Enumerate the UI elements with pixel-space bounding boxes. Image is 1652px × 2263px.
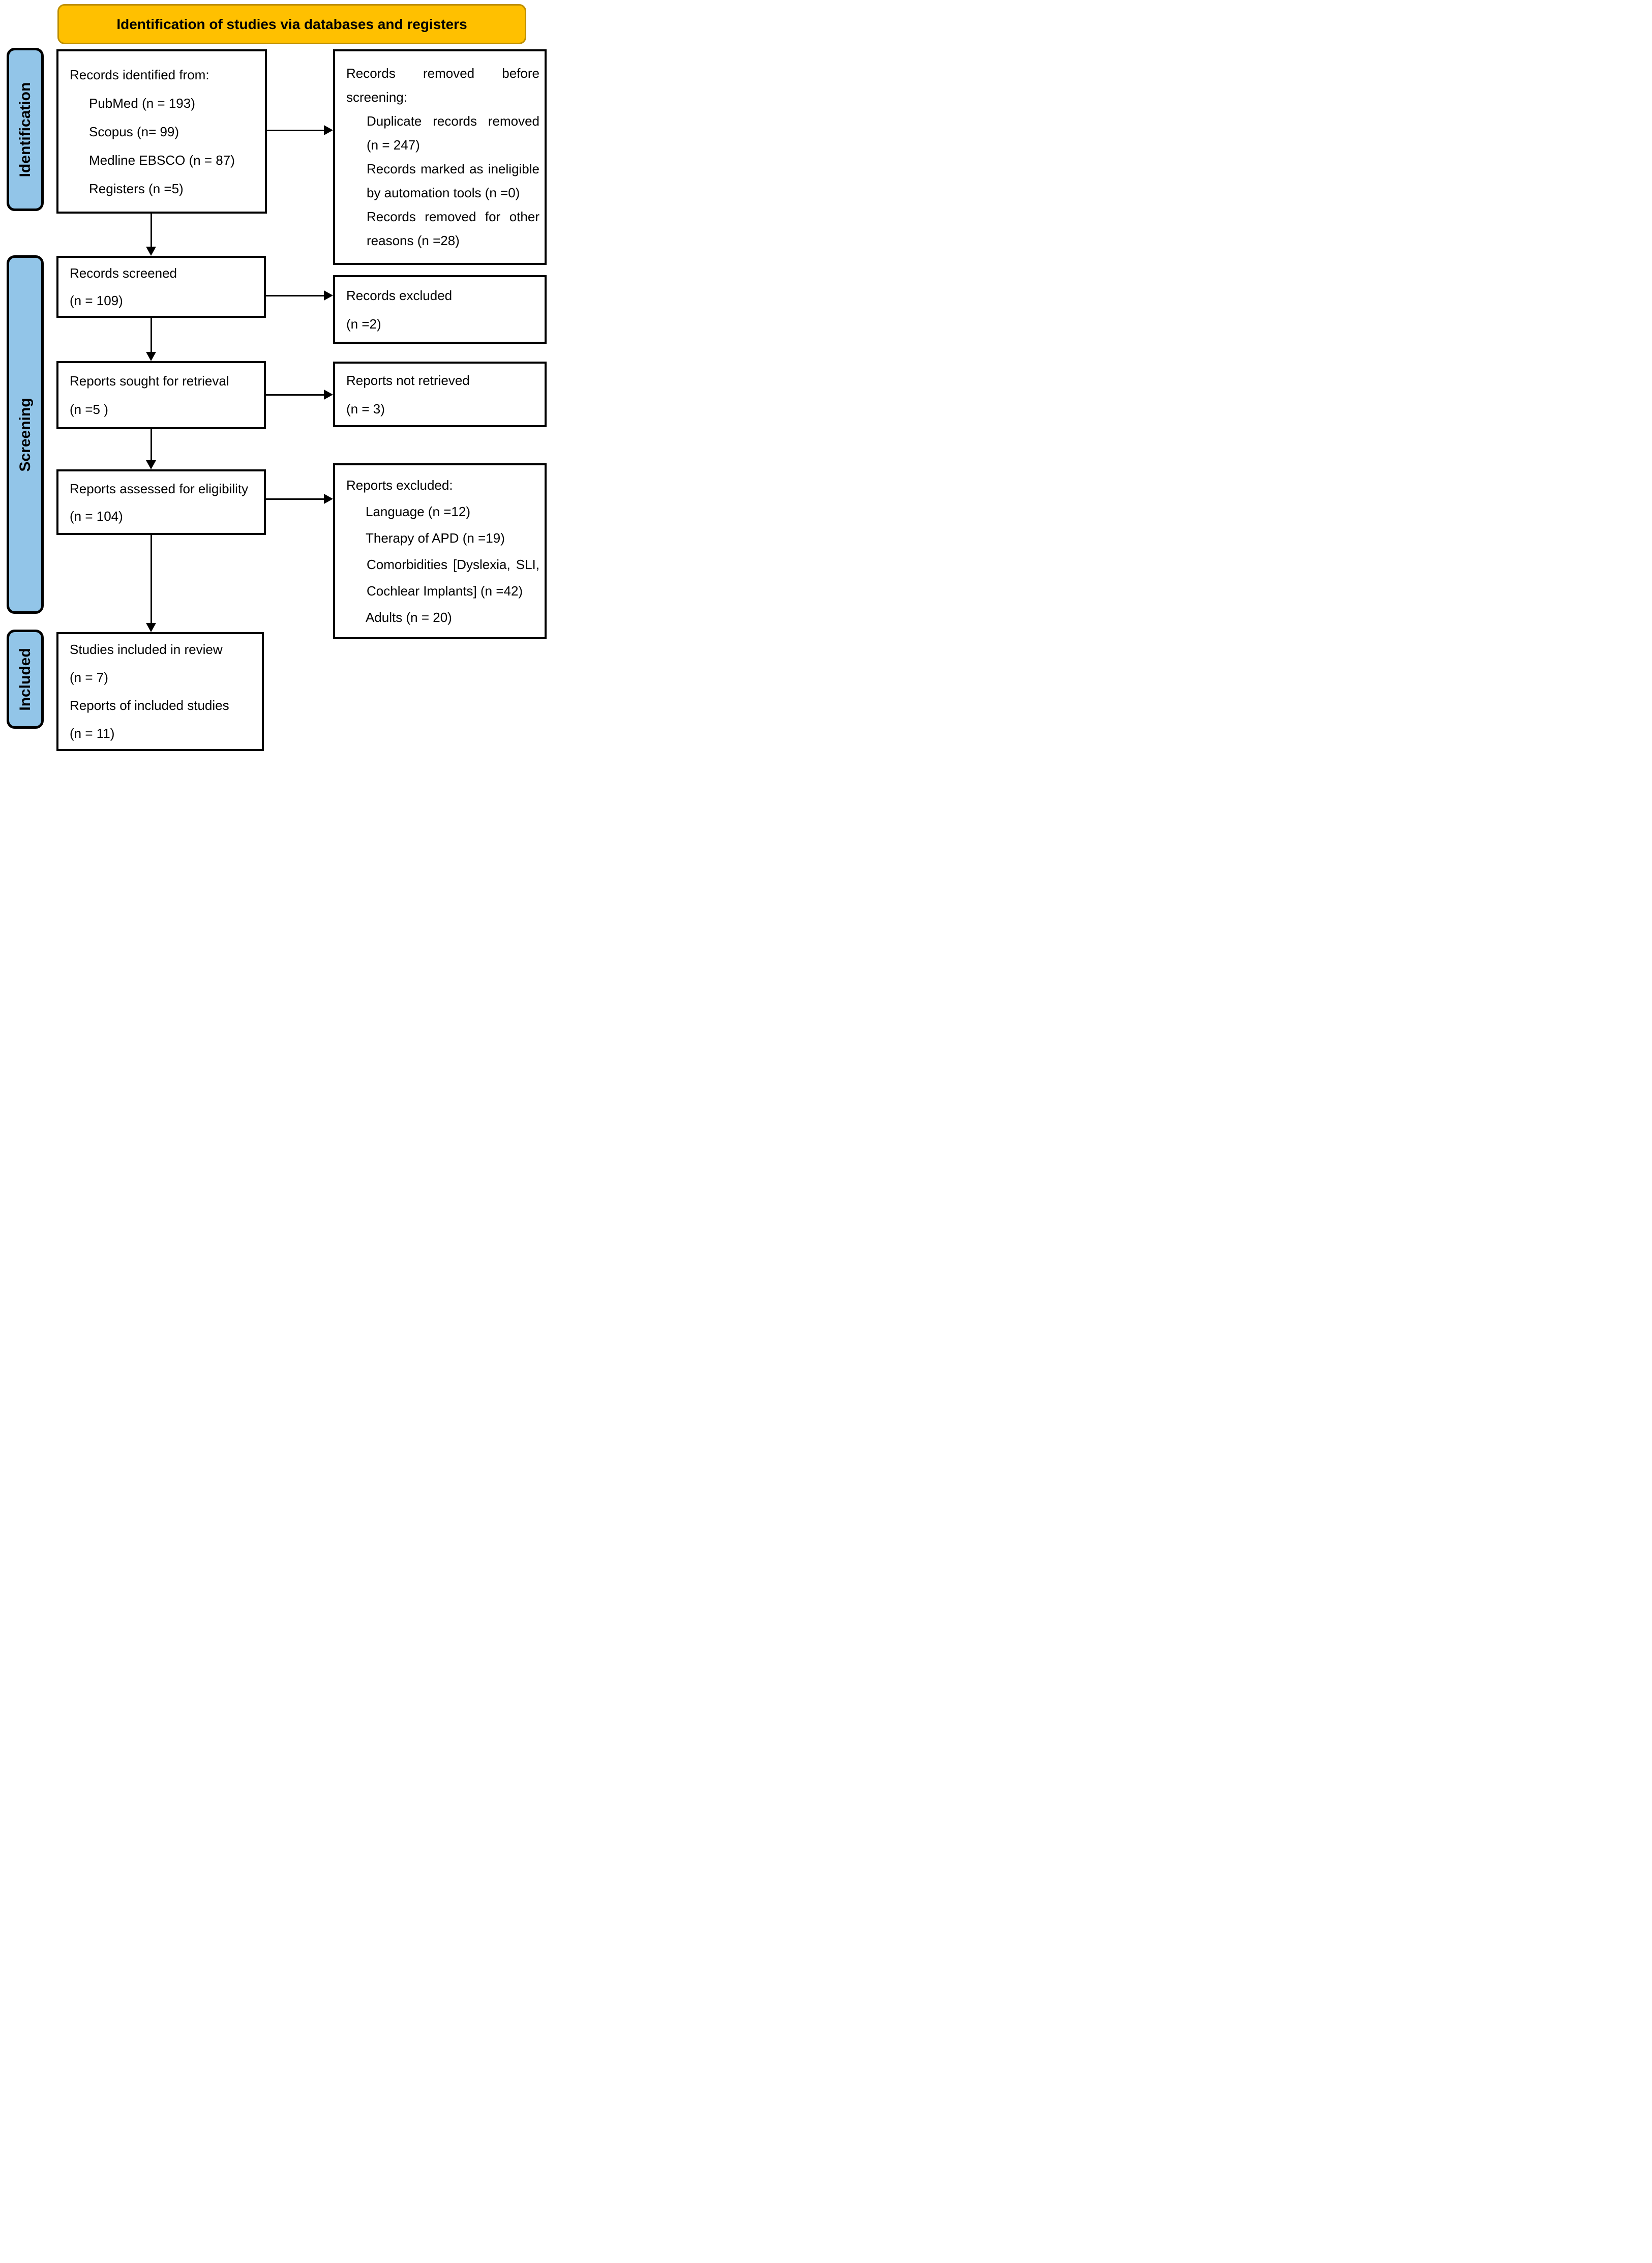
reports-not-retrieved-label: Reports not retrieved: [346, 372, 470, 388]
box-records-removed: Records removed before screening: Duplic…: [333, 49, 547, 265]
arrow-down-identified-to-screened-icon: [146, 214, 156, 256]
arrow-down-assessed-to-included-icon: [146, 535, 156, 632]
reports-excluded-item-language: Language (n =12): [366, 504, 471, 519]
records-excluded-label: Records excluded: [346, 287, 453, 303]
records-identified-item-registers: Registers (n =5): [89, 181, 184, 196]
studies-included-count: (n = 7): [70, 670, 108, 685]
reports-assessed-count: (n = 104): [70, 508, 123, 524]
banner-title-text: Identification of studies via databases …: [116, 16, 467, 32]
reports-excluded-item-therapy: Therapy of APD (n =19): [366, 530, 505, 546]
box-records-screened: Records screened (n = 109): [56, 256, 266, 318]
arrow-right-screened-to-excluded-icon: [266, 290, 333, 301]
arrow-down-sought-to-assessed-icon: [146, 429, 156, 469]
records-removed-item-other: Records removed for other reasons (n =28…: [367, 209, 539, 248]
box-reports-excluded: Reports excluded: Language (n =12) Thera…: [333, 463, 547, 639]
records-identified-intro: Records identified from:: [70, 67, 209, 82]
reports-excluded-intro: Reports excluded:: [346, 478, 453, 493]
prisma-flow-diagram: Identification of studies via databases …: [0, 0, 551, 754]
box-reports-assessed: Reports assessed for eligibility (n = 10…: [56, 469, 266, 535]
box-reports-sought: Reports sought for retrieval (n =5 ): [56, 361, 266, 429]
reports-assessed-label: Reports assessed for eligibility: [70, 481, 249, 496]
records-screened-count: (n = 109): [70, 293, 123, 308]
box-records-identified: Records identified from: PubMed (n = 193…: [56, 49, 267, 214]
box-studies-included: Studies included in review (n = 7) Repor…: [56, 632, 264, 751]
arrow-right-identified-to-removed-icon: [267, 125, 333, 135]
sidebar-included-label: Included: [16, 647, 34, 711]
sidebar-screening-label: Screening: [16, 397, 34, 472]
records-removed-item-duplicates: Duplicate records removed (n = 247): [367, 113, 539, 153]
reports-sought-label: Reports sought for retrieval: [70, 373, 229, 389]
records-screened-label: Records screened: [70, 265, 177, 281]
records-removed-item-automation: Records marked as ineligible by automati…: [367, 161, 539, 200]
sidebar-identification-label: Identification: [16, 82, 34, 177]
reports-excluded-item-adults: Adults (n = 20): [366, 610, 452, 625]
records-identified-item-medline: Medline EBSCO (n = 87): [89, 152, 235, 168]
arrow-right-sought-to-notretrieved-icon: [266, 390, 333, 400]
records-excluded-count: (n =2): [346, 316, 381, 332]
records-identified-item-scopus: Scopus (n= 99): [89, 124, 179, 139]
reports-excluded-item-comorbidities: Comorbidities [Dyslexia, SLI, Cochlear I…: [367, 557, 539, 599]
sidebar-identification: Identification: [7, 48, 44, 211]
box-records-excluded: Records excluded (n =2): [333, 275, 547, 344]
sidebar-included: Included: [7, 630, 44, 729]
reports-included-label: Reports of included studies: [70, 698, 229, 713]
reports-sought-count: (n =5 ): [70, 402, 108, 417]
sidebar-screening: Screening: [7, 255, 44, 614]
reports-not-retrieved-count: (n = 3): [346, 401, 385, 416]
arrow-right-assessed-to-reportsexcluded-icon: [266, 494, 333, 504]
records-identified-item-pubmed: PubMed (n = 193): [89, 95, 195, 111]
studies-included-label: Studies included in review: [70, 642, 223, 657]
arrow-down-screened-to-sought-icon: [146, 318, 156, 361]
records-removed-intro: Records removed before screening:: [346, 66, 539, 105]
banner-title: Identification of studies via databases …: [57, 4, 526, 44]
box-reports-not-retrieved: Reports not retrieved (n = 3): [333, 362, 547, 427]
reports-included-count: (n = 11): [70, 726, 115, 741]
